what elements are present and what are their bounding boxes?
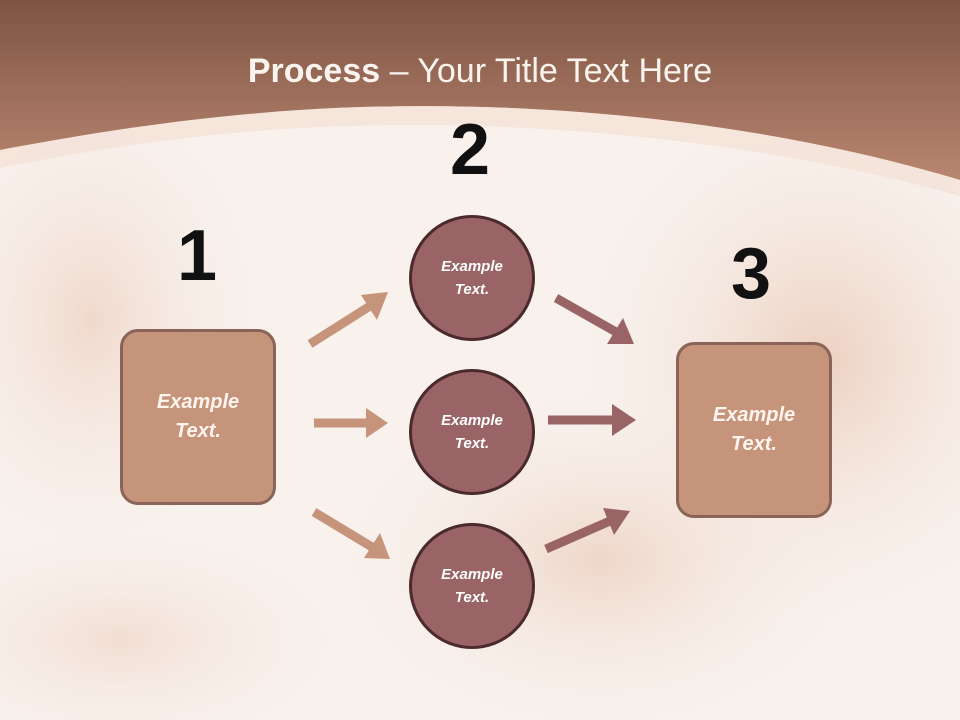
left-box: Example Text. [120,329,276,505]
right-box-text: Example Text. [712,404,796,455]
bottom-circle: Example Text. [409,523,535,649]
arrow-right-up [544,508,630,554]
step-number-3: 3 [731,234,772,314]
page-title: Process – Your Title Text Here [0,52,960,91]
arrow-left-middle [314,408,388,438]
arrow-right-down [553,294,634,344]
top-circle: Example Text. [409,215,535,341]
right-box: Example Text. [676,342,832,518]
step-number-1: 1 [177,216,218,296]
top-circle-text: Example Text. [441,258,503,298]
arrow-right-middle [548,404,636,436]
arrow-left-down [311,508,390,559]
middle-circle-text: Example Text. [441,412,503,452]
title-rest: – Your Title Text Here [380,52,713,90]
step-number-2: 2 [450,110,491,190]
middle-circle: Example Text. [409,369,535,495]
bottom-circle-text: Example Text. [441,566,503,606]
left-box-text: Example Text. [156,391,240,442]
title-bold: Process [247,52,381,90]
arrow-left-up [307,292,388,348]
